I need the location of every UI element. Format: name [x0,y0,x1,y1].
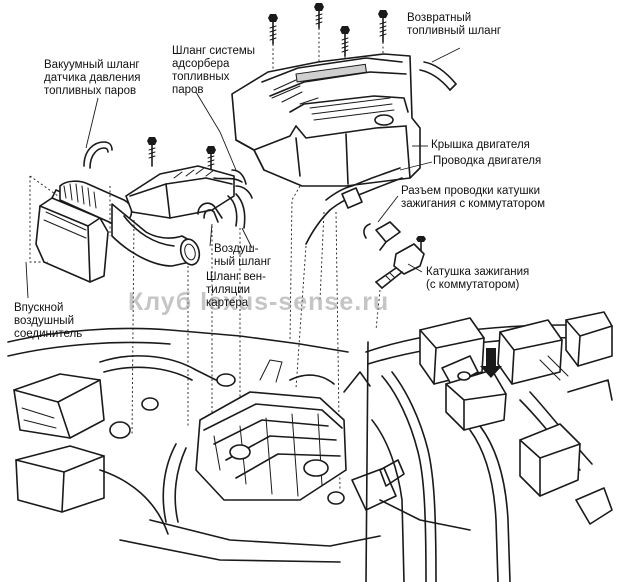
crankcase-vent-hose [227,193,246,229]
bolt-icon [340,26,350,57]
label-adsorber-hose: Шланг системы адсорбера топливных паров [172,45,255,97]
bolt-icon [206,146,216,173]
label-vacuum-hose: Вакуумный шланг датчика давления топливн… [44,59,140,98]
label-line: топливный шланг [407,25,502,37]
adsorber-hose-unit [125,165,253,219]
label-line: Впускной [14,302,64,314]
label-line: топливных [172,71,230,83]
label-line: паров [172,84,204,96]
arrow-down-icon [480,348,502,378]
label-line: Воздуш- [214,243,259,255]
label-line: Шланг системы [172,45,256,57]
label-line: Катушка зажигания [426,266,530,278]
engine-wiring [305,167,403,245]
label-line: картера [206,297,249,309]
watermark: Клуб lexus-sense.ru [128,288,390,316]
ignition-coil [375,243,425,289]
air-hose [197,202,223,223]
label-line: датчика давления [44,72,141,84]
label-line: Возвратный [407,12,472,24]
vacuum-hose [83,141,113,169]
label-ignition-coil: Катушка зажигания (с коммутатором) [426,266,529,292]
engine-cover [231,53,421,187]
label-engine-cover: Крышка двигателя [431,139,530,152]
label-line: зажигания с коммутатором [401,198,546,210]
label-line: Вакуумный шланг [44,59,140,71]
air-cleaner-assembly [35,180,201,283]
label-engine-wiring: Проводка двигателя [433,155,541,168]
label-line: воздушный [14,315,74,327]
closeup-view [365,311,613,582]
label-line: тиляции [206,284,251,296]
label-crankcase-vent-hose: Шланг вен- тиляции картера [206,271,266,310]
label-return-fuel-hose: Возвратный топливный шланг [407,12,501,38]
label-air-hose: Воздуш- ный шланг [214,243,271,269]
label-coil-connector: Разъем проводки катушки зажигания с комм… [401,185,545,211]
engine-bay-view [7,327,471,563]
label-line: Шланг вен- [206,271,266,283]
bolt-icon [268,14,278,45]
label-line: адсорбера [172,58,230,70]
bolt-icon [314,3,324,29]
label-line: соединитель [14,328,83,340]
coil-connector [363,221,401,251]
label-line: топливных паров [44,85,137,97]
return-fuel-hose [419,61,457,91]
bolt-icon [378,10,388,43]
label-line: (с коммутатором) [426,279,520,291]
label-line: ный шланг [214,256,272,268]
label-line: Разъем проводки катушки [401,185,541,197]
label-line: Проводка двигателя [433,155,542,167]
bolt-icon [147,137,157,167]
label-intake-connector: Впускной воздушный соединитель [14,302,82,341]
label-line: Крышка двигателя [431,139,530,151]
